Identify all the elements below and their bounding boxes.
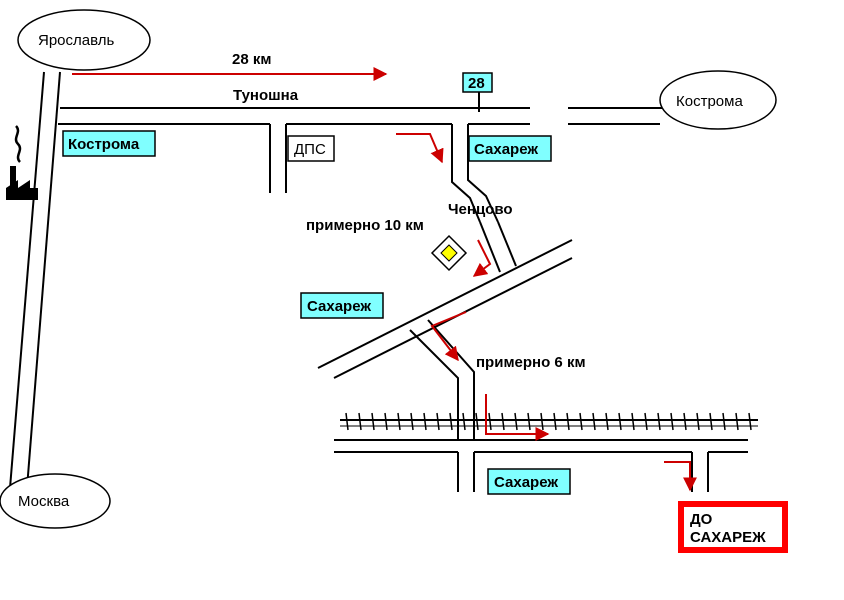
railway-tie <box>475 412 479 431</box>
arrow-after-chentsovo <box>472 239 492 277</box>
railway-tie <box>449 412 453 431</box>
railway-tie <box>462 412 466 431</box>
railway-tie <box>566 412 570 431</box>
sign-sakharezh-2-box <box>300 292 384 319</box>
arrow-along-railway <box>485 394 550 441</box>
road-number-sign: 28 <box>462 72 493 112</box>
route-arrows <box>72 67 697 492</box>
railway-tie <box>514 412 518 431</box>
city-kostroma-ellipse <box>659 70 777 130</box>
railway-tie <box>436 412 440 431</box>
railway-tie <box>722 412 726 431</box>
roads <box>9 71 748 492</box>
city-moscow-ellipse <box>0 473 111 529</box>
railway-tie <box>696 412 700 431</box>
railway-tie <box>709 412 713 431</box>
arrow-turn-right <box>430 311 467 362</box>
city-moscow: Москва <box>18 493 70 510</box>
distance-about-10-km: примерно 10 км <box>306 217 424 234</box>
railway-tie <box>748 412 752 431</box>
sign-sakharezh-2: Сахареж <box>307 298 371 315</box>
railway-tie <box>397 412 401 431</box>
railway-tie <box>592 412 596 431</box>
sign-kostroma: Кострома <box>68 136 140 153</box>
railway-tie <box>488 412 492 431</box>
road-number: 28 <box>468 75 485 92</box>
city-yaroslavl-ellipse <box>17 9 151 71</box>
sign-kostroma-box <box>62 130 156 157</box>
place-chentsovo: Ченцово <box>448 201 513 218</box>
railway-tie <box>527 412 531 431</box>
railway-tie <box>657 412 661 431</box>
railway-tie <box>553 412 557 431</box>
sign-sakharezh-1: Сахареж <box>474 141 538 158</box>
destination-line1: ДО <box>690 511 713 528</box>
railway-tie <box>618 412 622 431</box>
railway-tie <box>605 412 609 431</box>
railway-tie <box>540 412 544 431</box>
railway-tie <box>358 412 362 431</box>
priority-road-sign-icon <box>430 234 468 272</box>
dps-label: ДПС <box>294 141 326 158</box>
railway-tie <box>579 412 583 431</box>
railway-tie <box>631 412 635 431</box>
distance-28-km: 28 км <box>232 51 271 68</box>
dps-box <box>287 135 335 162</box>
factory-icon <box>6 125 38 200</box>
arrow-turn-south <box>396 133 444 164</box>
sign-sakharezh-3-box <box>487 468 571 495</box>
distance-about-6-km: примерно 6 км <box>476 354 586 371</box>
railway-tie <box>423 412 427 431</box>
railway-tie <box>735 412 739 431</box>
railway-tie <box>501 412 505 431</box>
railway-tie <box>683 412 687 431</box>
railway-tie <box>384 412 388 431</box>
arrow-final <box>664 461 697 492</box>
destination-box: ДО САХАРЕЖ <box>678 501 788 553</box>
city-yaroslavl: Ярославль <box>38 32 114 49</box>
railway-tie <box>345 412 349 431</box>
railway-tie <box>371 412 375 431</box>
railway-tie <box>644 412 648 431</box>
railway <box>340 412 758 431</box>
railway-tie <box>410 412 414 431</box>
railway-tie <box>670 412 674 431</box>
sign-sakharezh-1-box <box>468 135 552 162</box>
place-tunoshna: Туношна <box>233 87 299 104</box>
destination-line2: САХАРЕЖ <box>690 529 766 546</box>
sign-sakharezh-3: Сахареж <box>494 474 558 491</box>
city-kostroma: Кострома <box>676 93 743 110</box>
